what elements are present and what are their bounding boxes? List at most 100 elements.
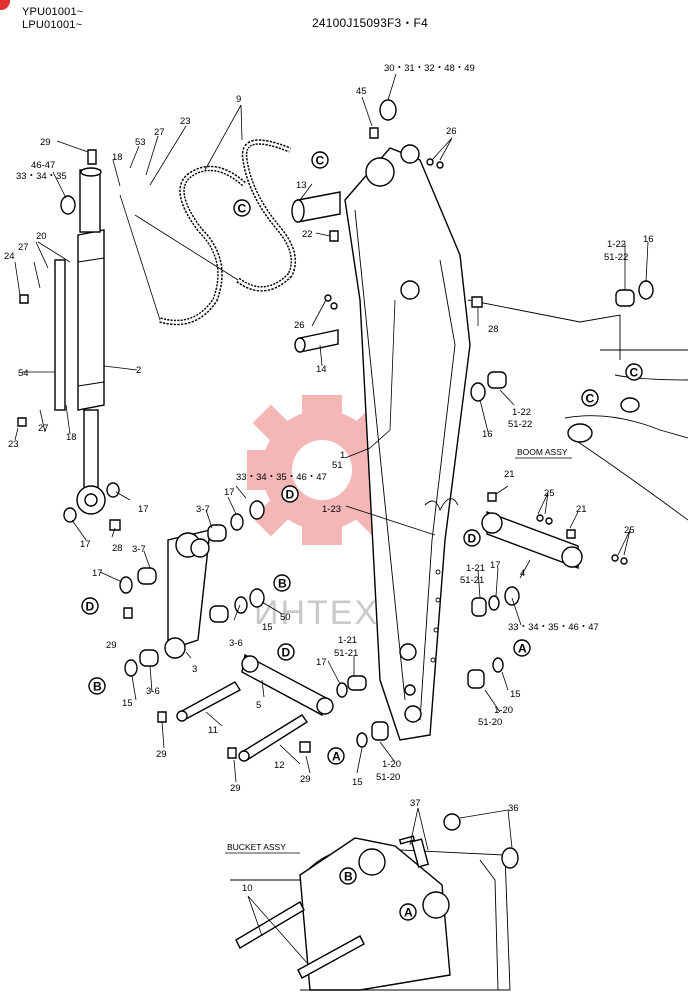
callout: 20 — [36, 231, 47, 242]
marker-b-2: B — [88, 677, 106, 695]
callout: 17 — [92, 568, 103, 579]
callout: 13 — [296, 180, 307, 191]
callout: 3-7 — [196, 504, 210, 515]
callout: 1-21 — [466, 563, 485, 574]
callout: 3-7 — [132, 544, 146, 555]
connection-markers: C C C C D D D D B B B A A A — [81, 151, 643, 921]
marker-b-3: B — [339, 867, 357, 885]
callout: 15 — [262, 622, 273, 633]
callout: 15 — [122, 698, 133, 709]
svg-text:B: B — [93, 680, 102, 694]
marker-c-3: C — [625, 363, 643, 381]
bolts-fittings — [17, 127, 628, 759]
callout: 27 — [38, 423, 49, 434]
callout: 33・34・35・46・47 — [236, 472, 327, 483]
link-5 — [241, 653, 334, 716]
callout: 26 — [446, 126, 457, 137]
callout: 17 — [490, 560, 501, 571]
marker-d-4: D — [277, 643, 295, 661]
link-3 — [137, 524, 229, 667]
svg-text:C: C — [630, 366, 639, 380]
callout: 28 — [112, 543, 123, 554]
callout: 46-47 — [31, 160, 55, 171]
marker-d-1: D — [281, 485, 299, 503]
corner-badge — [0, 0, 10, 10]
callout: 4 — [520, 568, 525, 579]
callout: 14 — [316, 364, 327, 375]
callout: 3-6 — [229, 638, 243, 649]
svg-text:C: C — [586, 392, 595, 406]
callout: 21 — [504, 469, 515, 480]
svg-text:C: C — [316, 154, 325, 168]
callout: 51-21 — [334, 648, 358, 659]
callout: 51-20 — [376, 772, 400, 783]
callout: 5 — [256, 700, 261, 711]
callout: 30・31・32・48・49 — [384, 63, 475, 74]
callout: 17 — [80, 539, 91, 550]
marker-c-4: C — [581, 389, 599, 407]
model-serial-1: YPU01001~ — [22, 6, 84, 18]
callout: 29 — [40, 137, 51, 148]
svg-text:A: A — [332, 750, 341, 764]
bucket-assembly — [230, 813, 519, 991]
callout: 25 — [624, 525, 635, 536]
callout: 54 — [18, 368, 29, 379]
svg-text:B: B — [278, 577, 287, 591]
callout: 1 — [340, 450, 345, 461]
callout: 16 — [643, 234, 654, 245]
svg-text:D: D — [86, 600, 95, 614]
callout: 22 — [302, 229, 313, 240]
callout: 45 — [356, 86, 367, 97]
callout: 33・34・35・46・47 — [508, 622, 599, 633]
bucket-cylinder — [54, 167, 106, 515]
callout: 28 — [488, 324, 499, 335]
callout: 15 — [352, 777, 363, 788]
callout: 29 — [156, 749, 167, 760]
callout: 51-21 — [460, 575, 484, 586]
callout: 26 — [294, 320, 305, 331]
callout: 23 — [180, 116, 191, 127]
callout: 1-22 — [512, 407, 531, 418]
callout: 24 — [4, 251, 15, 262]
callout: 23 — [8, 439, 19, 450]
callout: 51-22 — [604, 252, 628, 263]
callout: 17 — [138, 504, 149, 515]
callout: 9 — [236, 94, 241, 105]
callout: 37 — [410, 798, 421, 809]
callout: 51-22 — [508, 419, 532, 430]
marker-c-2: C — [233, 199, 251, 217]
marker-a-3: A — [399, 903, 417, 921]
callout: 53 — [135, 137, 146, 148]
marker-a-1: A — [513, 639, 531, 657]
svg-text:B: B — [344, 870, 353, 884]
hydraulic-hoses — [119, 139, 297, 326]
svg-text:D: D — [286, 488, 295, 502]
callout: 29 — [106, 640, 117, 651]
leader-lines — [14, 73, 649, 965]
callout: 51 — [332, 460, 343, 471]
marker-b-1: B — [273, 574, 291, 592]
callout: 27 — [154, 127, 165, 138]
callout: 15 — [510, 689, 521, 700]
callout: 16 — [482, 429, 493, 440]
callout: 17 — [316, 657, 327, 668]
callout: 29 — [230, 783, 241, 794]
callout: 33・34・35 — [16, 171, 67, 182]
callout: 18 — [66, 432, 77, 443]
boom-assy-label: BOOM ASSY — [517, 447, 568, 457]
callout: 1-20 — [494, 705, 513, 716]
callout: 1-20 — [382, 759, 401, 770]
marker-c-1: C — [311, 151, 329, 169]
marker-a-2: A — [327, 747, 345, 765]
svg-text:A: A — [404, 906, 413, 920]
drawing-number: 24100J15093F3・F4 — [312, 16, 428, 30]
svg-text:D: D — [282, 646, 291, 660]
callout: 18 — [112, 152, 123, 163]
callout: 1-23 — [322, 504, 341, 515]
marker-d-3: D — [81, 597, 99, 615]
callout: 51-20 — [478, 717, 502, 728]
model-serial-2: LPU01001~ — [22, 19, 83, 31]
svg-text:A: A — [518, 642, 527, 656]
callout: 1-22 — [607, 239, 626, 250]
